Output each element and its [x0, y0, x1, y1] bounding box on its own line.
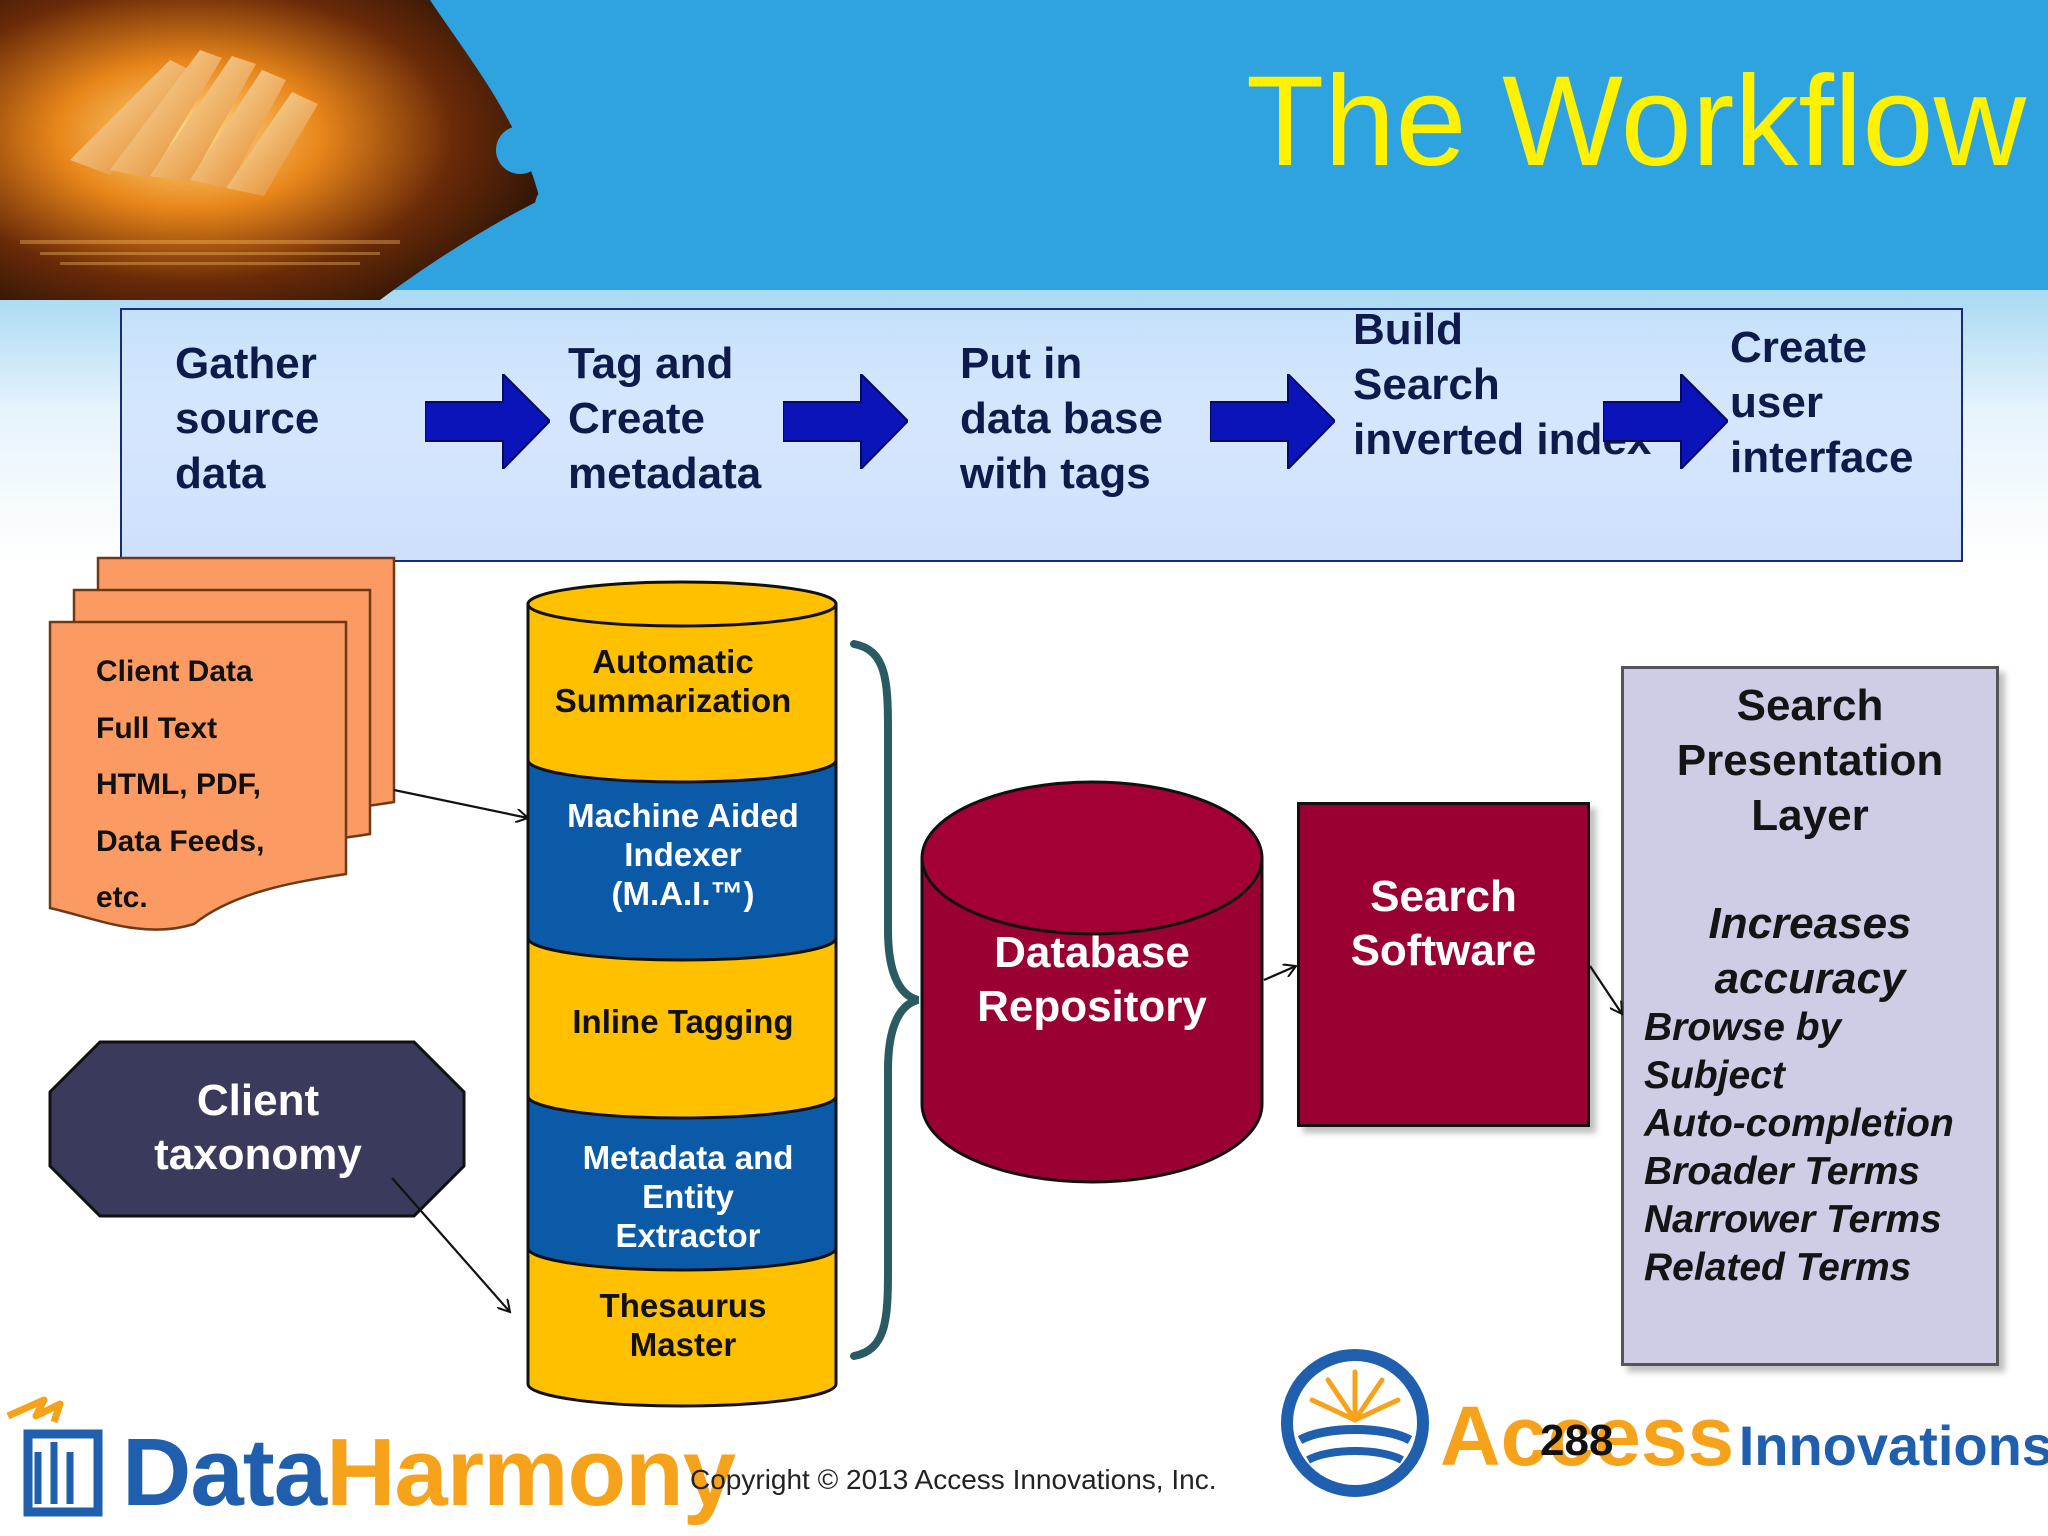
cyl-line: Entity: [642, 1178, 734, 1215]
client-data-document-stack: [48, 556, 396, 931]
cyl-line: Indexer: [624, 836, 742, 873]
database-repository-label: Database Repository: [922, 926, 1262, 1034]
step-line: inverted index: [1353, 415, 1652, 464]
cyl-line: Master: [629, 1326, 737, 1363]
cyl-line: Summarization: [554, 682, 792, 719]
logo-part: Access: [1440, 1389, 1735, 1483]
slide-title: The Workflow: [1245, 50, 2026, 193]
cyl-line: Thesaurus: [599, 1287, 767, 1324]
workflow-step-index: Build Search inverted index: [1353, 302, 1651, 467]
step-line: user: [1730, 378, 1823, 427]
connector-arrow: [1589, 965, 1622, 1014]
search-software-label: Search Software: [1297, 870, 1590, 978]
step-line: Tag and: [568, 339, 734, 388]
presentation-layer-title: Search Presentation Layer: [1621, 678, 1999, 843]
client-data-text: Client Data Full Text HTML, PDF, Data Fe…: [96, 644, 264, 927]
thesaurus-master-label: Thesaurus Master: [530, 1286, 836, 1364]
title-line: Search: [1736, 681, 1884, 730]
feature-item: Related Terms: [1644, 1246, 1912, 1289]
right-arrow-icon: [425, 374, 550, 469]
client-taxonomy-label: Client taxonomy: [53, 1074, 463, 1182]
connector-arrow: [1263, 966, 1296, 982]
database-repository-cylinder: [920, 780, 1264, 1184]
processing-cylinder-stack: [526, 580, 838, 1408]
dataharmony-logo-text: DataHarmony: [122, 1418, 736, 1528]
feature-item: Narrower Terms: [1644, 1198, 1942, 1241]
logo-part: Harmony: [326, 1419, 736, 1526]
dataharmony-logo-icon: [6, 1396, 103, 1517]
logo-part: Data: [122, 1419, 327, 1526]
doc-line: HTML, PDF,: [96, 768, 261, 801]
access-innovations-logo-text: Access Innovations.: [1440, 1388, 2048, 1485]
step-line: Create: [1730, 323, 1867, 372]
doc-line: Client Data: [96, 655, 253, 688]
logo-part: Innovations.: [1738, 1414, 2048, 1477]
workflow-step-tag: Tag and Create metadata: [568, 336, 761, 501]
feature-item: Browse by: [1644, 1006, 1842, 1049]
cyl-line: Inline Tagging: [572, 1003, 794, 1040]
emphasis-line: Increases: [1708, 899, 1912, 948]
step-line: Build: [1353, 305, 1463, 354]
presentation-layer-emphasis: Increases accuracy: [1621, 896, 1999, 1006]
step-line: Create: [568, 394, 705, 443]
cyl-line: Metadata and: [582, 1139, 794, 1176]
presentation-layer-features: Browse by Subject Auto-completion Broade…: [1644, 1004, 1954, 1292]
workflow-step-gather: Gather source data: [175, 336, 319, 501]
taxonomy-line: Client: [196, 1076, 320, 1125]
copyright-text: Copyright © 2013 Access Innovations, Inc…: [690, 1464, 1217, 1495]
db-line: Database: [994, 928, 1190, 977]
search-presentation-layer-panel: [1621, 666, 1999, 1366]
sw-line: Search: [1370, 872, 1517, 921]
feature-item: Broader Terms: [1644, 1150, 1920, 1193]
grouping-brace: [850, 640, 920, 1360]
book-artwork-image: [0, 0, 560, 300]
cyl-line: Machine Aided: [567, 797, 799, 834]
cyl-line: (M.A.I.™): [611, 875, 755, 912]
step-line: metadata: [568, 449, 762, 498]
step-line: data: [175, 449, 266, 498]
page-number: 288: [1540, 1416, 1614, 1465]
machine-aided-indexer-label: Machine Aided Indexer (M.A.I.™): [530, 796, 836, 913]
client-taxonomy-octagon: [48, 1040, 466, 1218]
taxonomy-line: taxonomy: [154, 1130, 362, 1179]
connector-arrow: [393, 788, 528, 818]
step-line: Gather: [175, 339, 317, 388]
feature-item: Subject: [1644, 1054, 1785, 1097]
step-line: with tags: [960, 449, 1151, 498]
workflow-step-interface: Create user interface: [1730, 320, 1913, 485]
inline-tagging-label: Inline Tagging: [530, 1002, 836, 1041]
title-line: Presentation: [1676, 736, 1944, 785]
title-line: Layer: [1751, 791, 1869, 840]
doc-line: etc.: [96, 881, 148, 914]
right-arrow-icon: [783, 374, 908, 469]
step-line: Put in: [960, 339, 1083, 388]
access-innovations-globe-icon: [1281, 1349, 1429, 1497]
step-line: source: [175, 394, 320, 443]
search-software-box: [1297, 802, 1590, 1127]
doc-line: Full Text: [96, 711, 218, 745]
sw-line: Software: [1350, 926, 1537, 975]
emphasis-line: accuracy: [1714, 954, 1906, 1003]
doc-line: Data Feeds,: [96, 824, 265, 858]
feature-item: Auto-completion: [1644, 1102, 1954, 1145]
db-line: Repository: [977, 982, 1207, 1031]
right-arrow-icon: [1210, 374, 1335, 469]
cyl-line: Automatic: [592, 643, 754, 680]
right-arrow-icon: [1603, 374, 1728, 469]
cyl-line: Extractor: [615, 1217, 761, 1254]
workflow-step-database: Put in data base with tags: [960, 336, 1163, 501]
step-line: Search: [1353, 360, 1500, 409]
metadata-entity-extractor-label: Metadata and Entity Extractor: [535, 1138, 841, 1255]
step-line: interface: [1730, 433, 1914, 482]
automatic-summarization-label: Automatic Summarization: [520, 642, 826, 720]
step-line: data base: [960, 394, 1163, 443]
connector-arrow: [391, 1177, 510, 1312]
